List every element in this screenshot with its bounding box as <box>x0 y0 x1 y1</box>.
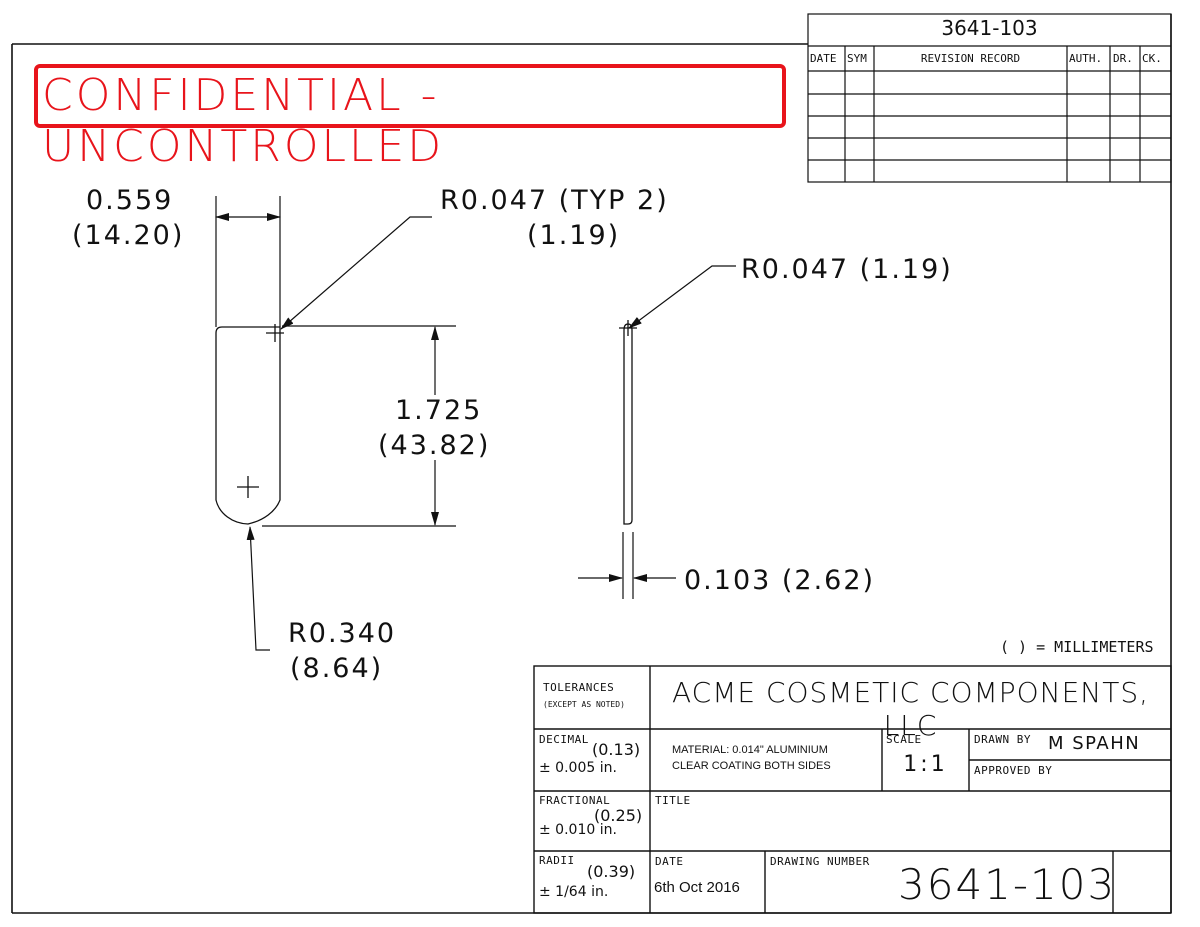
corner-radius-inches-label: R0.047 (TYP 2) <box>440 185 669 216</box>
rev-header-record: REVISION RECORD <box>920 52 1021 65</box>
width-mm-label: (14.20) <box>72 220 185 251</box>
decimal-mm: (0.13) <box>592 740 641 759</box>
confidential-stamp-text: CONFIDENTIAL - UNCONTROLLED <box>42 70 445 172</box>
rev-header-ck: CK. <box>1142 52 1162 65</box>
title-label: TITLE <box>655 794 691 807</box>
material-line-2: CLEAR COATING BOTH SIDES <box>672 760 831 772</box>
radii-label: RADII <box>539 854 575 867</box>
approved-by-label: APPROVED BY <box>974 764 1053 777</box>
title-block-grid <box>533 665 1172 914</box>
bottom-radius-mm-label: (8.64) <box>290 653 384 684</box>
part-front-view <box>215 324 284 525</box>
company-name: ACME COSMETIC COMPONENTS, LLC <box>671 676 1150 742</box>
scale-label: SCALE <box>886 733 922 746</box>
radii-inches: ± 1/64 in. <box>539 884 609 900</box>
part-side-view <box>619 320 637 525</box>
width-inches-label: 0.559 <box>86 185 174 216</box>
height-mm-label: (43.82) <box>378 430 491 461</box>
fractional-inches: ± 0.010 in. <box>539 822 617 838</box>
material-line-1: MATERIAL: 0.014" ALUMINIUM <box>672 744 828 756</box>
drawing-number-label: DRAWING NUMBER <box>770 855 870 868</box>
thickness-label: 0.103 (2.62) <box>684 565 876 596</box>
rev-header-auth: AUTH. <box>1069 52 1103 65</box>
tolerances-sub-label: (EXCEPT AS NOTED) <box>543 700 625 709</box>
units-note: ( ) = MILLIMETERS <box>1000 638 1154 656</box>
corner-radius-mm-label: (1.19) <box>527 220 621 251</box>
drawn-by-value: M SPAHN <box>1048 733 1141 754</box>
decimal-inches: ± 0.005 in. <box>539 760 617 776</box>
rev-header-dr: DR. <box>1113 52 1133 65</box>
fractional-mm: (0.25) <box>594 806 643 825</box>
height-dimension <box>262 325 456 527</box>
drawing-number-value: 3641-103 <box>898 860 1117 909</box>
radii-mm: (0.39) <box>587 862 636 881</box>
drawn-by-label: DRAWN BY <box>974 733 1031 746</box>
rev-header-sym: SYM <box>847 52 867 65</box>
bottom-radius-inches-label: R0.340 <box>288 618 397 649</box>
decimal-label: DECIMAL <box>539 733 589 746</box>
height-inches-label: 1.725 <box>395 395 483 426</box>
date-label: DATE <box>655 855 684 868</box>
fractional-label: FRACTIONAL <box>539 794 611 807</box>
width-dimension <box>215 196 281 327</box>
scale-value: 1:1 <box>903 752 948 777</box>
rev-header-date: DATE <box>810 52 837 65</box>
side-radius-label: R0.047 (1.19) <box>741 254 953 285</box>
confidential-stamp: CONFIDENTIAL - UNCONTROLLED <box>34 64 786 172</box>
revision-block-grid <box>807 13 1172 183</box>
date-value: 6th Oct 2016 <box>654 879 740 896</box>
revision-doc-number: 3641-103 <box>941 16 1038 40</box>
thickness-dimension <box>578 532 676 599</box>
tolerances-label: TOLERANCES <box>543 681 615 694</box>
leader-lines <box>246 216 736 651</box>
